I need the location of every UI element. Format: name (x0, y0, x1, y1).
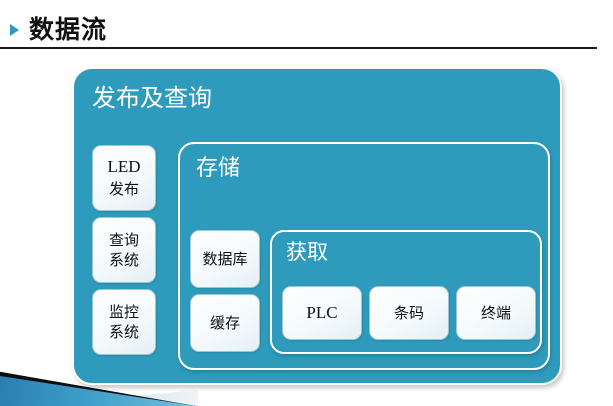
decor-pale-wedge (38, 389, 198, 406)
box-cache-label: 缓存 (209, 313, 240, 332)
triangle-right-icon (10, 24, 19, 36)
box-query-system-label-1: 查询 (108, 230, 139, 249)
panel-publish-query[interactable]: 发布及查询 存储 数据库 缓存 获取 PLC 条码 终端 (72, 67, 562, 385)
panel-acquire[interactable]: 获取 PLC 条码 终端 (270, 230, 542, 354)
box-terminal-label: 终端 (480, 303, 511, 322)
box-barcode-label: 条码 (393, 303, 424, 322)
panel-publish-query-label: 发布及查询 (92, 84, 212, 112)
panel-storage[interactable]: 存储 数据库 缓存 获取 PLC 条码 终端 (178, 142, 550, 370)
box-led-publish-label-1: LED (107, 157, 141, 177)
box-monitor-system-label-1: 监控 (108, 302, 139, 321)
box-database[interactable]: 数据库 (190, 230, 260, 288)
title-divider (0, 47, 597, 49)
box-query-system[interactable]: 查询 系统 (92, 217, 156, 283)
box-plc[interactable]: PLC (282, 286, 362, 340)
panel-acquire-label: 获取 (286, 240, 328, 264)
panel-storage-label: 存储 (196, 156, 241, 181)
box-led-publish-label-2: 发布 (108, 180, 139, 199)
box-barcode[interactable]: 条码 (369, 286, 449, 340)
box-monitor-system[interactable]: 监控 系统 (92, 289, 156, 355)
box-monitor-system-label-2: 系统 (108, 323, 139, 341)
box-terminal[interactable]: 终端 (456, 286, 536, 340)
box-database-label: 数据库 (202, 249, 248, 268)
box-query-system-label-2: 系统 (108, 251, 139, 269)
page-title: 数据流 (10, 10, 570, 48)
box-led-publish[interactable]: LED 发布 (92, 145, 156, 211)
box-plc-label: PLC (306, 302, 338, 322)
page-title-text: 数据流 (29, 14, 108, 44)
box-cache[interactable]: 缓存 (190, 294, 260, 352)
